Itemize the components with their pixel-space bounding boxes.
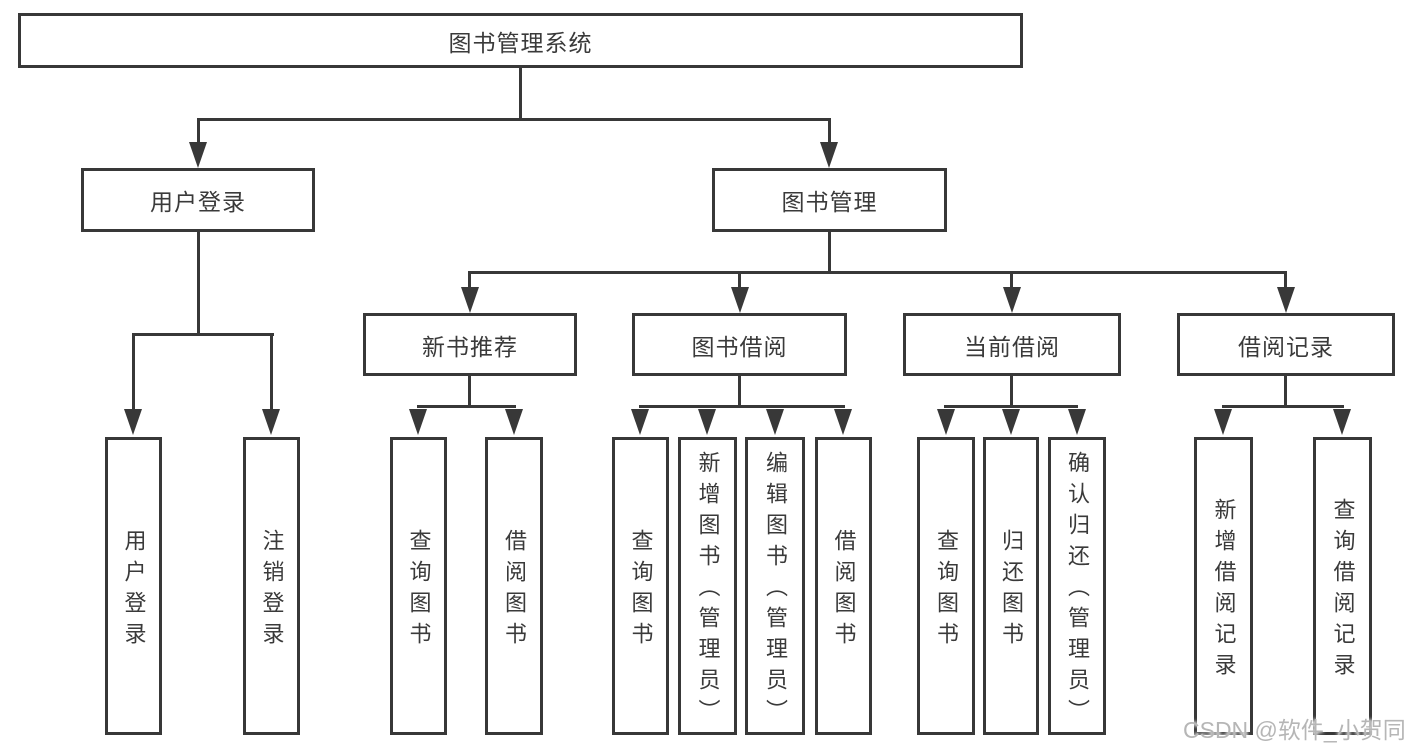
- node-current-borrow: 当前借阅: [903, 313, 1121, 376]
- leaf-user-login-label: 用户登录: [121, 528, 147, 653]
- node-book-management-label: 图书管理: [781, 189, 878, 215]
- leaf-return-book: 归还图书: [983, 437, 1039, 735]
- leaf-current-query-books-label: 查询图书: [934, 528, 959, 653]
- node-borrow-records: 借阅记录: [1177, 313, 1395, 376]
- arrowhead-book-borrow: [731, 287, 749, 313]
- node-book-borrow-label: 图书借阅: [691, 333, 788, 360]
- connector-drop-borrow-records: [1284, 271, 1287, 288]
- leaf-add-borrow-record: 新增借阅记录: [1194, 437, 1253, 735]
- leaf-borrow-borrow-books-label: 借阅图书: [831, 528, 857, 653]
- arrowhead-user-login: [189, 142, 207, 168]
- connector-records-rail: [1222, 405, 1344, 408]
- leaf-borrow-borrow-books: 借阅图书: [815, 437, 872, 735]
- node-book-borrow: 图书借阅: [632, 313, 847, 376]
- leaf-logout: 注销登录: [243, 437, 300, 735]
- connector-root-stem: [519, 68, 522, 119]
- leaf-newbooks-borrow-books: 借阅图书: [485, 437, 543, 735]
- leaf-add-borrow-record-label: 新增借阅记录: [1211, 497, 1237, 684]
- connector-mgmt-stem: [828, 232, 831, 274]
- leaf-edit-book-admin: 编辑图书（管理员）: [745, 437, 805, 735]
- arrowhead-records-query: [1333, 409, 1351, 435]
- leaf-query-borrow-record: 查询借阅记录: [1313, 437, 1372, 735]
- connector-current-stem: [1010, 376, 1013, 408]
- leaf-add-book-admin: 新增图书（管理员）: [678, 437, 737, 735]
- arrowhead-borrow-add: [698, 409, 716, 435]
- arrowhead-current-return: [1002, 409, 1020, 435]
- arrowhead-newbooks-query: [409, 409, 427, 435]
- arrowhead-borrow-borrow: [834, 409, 852, 435]
- connector-drop-leaf-login: [132, 333, 135, 410]
- node-borrow-records-label: 借阅记录: [1238, 333, 1334, 360]
- leaf-newbooks-borrow-books-label: 借阅图书: [502, 528, 527, 653]
- leaf-borrow-query-books: 查询图书: [612, 437, 669, 735]
- leaf-newbooks-query-books: 查询图书: [390, 437, 447, 735]
- connector-borrow-rail: [639, 405, 845, 408]
- arrowhead-leaf-login: [124, 409, 142, 435]
- arrowhead-borrow-edit: [766, 409, 784, 435]
- connector-borrow-stem: [738, 376, 741, 408]
- connector-root-rail: [197, 118, 831, 121]
- node-current-borrow-label: 当前借阅: [964, 333, 1060, 360]
- arrowhead-book-mgmt: [820, 142, 838, 168]
- node-root: 图书管理系统: [18, 13, 1023, 68]
- leaf-add-book-admin-label: 新增图书（管理员）: [695, 451, 721, 730]
- connector-drop-book-borrow: [738, 271, 741, 288]
- leaf-return-book-label: 归还图书: [999, 528, 1024, 653]
- arrowhead-current-query: [937, 409, 955, 435]
- connector-current-rail: [944, 405, 1078, 408]
- arrowhead-current-confirm: [1068, 409, 1086, 435]
- connector-drop-user-login: [197, 118, 200, 145]
- connector-newbooks-stem: [468, 376, 471, 408]
- node-user-login-label: 用户登录: [150, 189, 246, 215]
- connector-drop-current-borrow: [1010, 271, 1013, 288]
- arrowhead-newbooks-borrow: [505, 409, 523, 435]
- node-new-book-recommend-label: 新书推荐: [422, 333, 518, 360]
- arrowhead-current-borrow: [1003, 287, 1021, 313]
- arrowhead-new-books: [461, 287, 479, 313]
- csdn-watermark: CSDN @软件_小贺同学: [1183, 717, 1405, 743]
- arrowhead-borrow-query: [631, 409, 649, 435]
- node-book-management: 图书管理: [712, 168, 947, 232]
- connector-drop-new-books: [468, 271, 471, 288]
- leaf-edit-book-admin-label: 编辑图书（管理员）: [763, 451, 788, 730]
- arrowhead-records-add: [1214, 409, 1232, 435]
- leaf-query-borrow-record-label: 查询借阅记录: [1330, 497, 1356, 684]
- connector-login-stem: [197, 232, 200, 335]
- leaf-borrow-query-books-label: 查询图书: [628, 528, 654, 653]
- leaf-logout-label: 注销登录: [259, 528, 285, 653]
- leaf-confirm-return-admin-label: 确认归还（管理员）: [1065, 451, 1090, 730]
- arrowhead-leaf-logout: [262, 409, 280, 435]
- connector-drop-leaf-logout: [270, 333, 273, 410]
- connector-login-rail: [132, 333, 274, 336]
- node-root-label: 图书管理系统: [448, 29, 593, 56]
- arrowhead-borrow-records: [1277, 287, 1295, 313]
- node-new-book-recommend: 新书推荐: [363, 313, 577, 376]
- leaf-confirm-return-admin: 确认归还（管理员）: [1048, 437, 1106, 735]
- connector-drop-book-mgmt: [828, 118, 831, 145]
- connector-mgmt-rail: [468, 271, 1287, 274]
- leaf-user-login: 用户登录: [105, 437, 162, 735]
- leaf-current-query-books: 查询图书: [917, 437, 975, 735]
- leaf-newbooks-query-books-label: 查询图书: [406, 528, 432, 653]
- node-user-login: 用户登录: [81, 168, 315, 232]
- connector-newbooks-rail: [417, 405, 516, 408]
- connector-records-stem: [1284, 376, 1287, 408]
